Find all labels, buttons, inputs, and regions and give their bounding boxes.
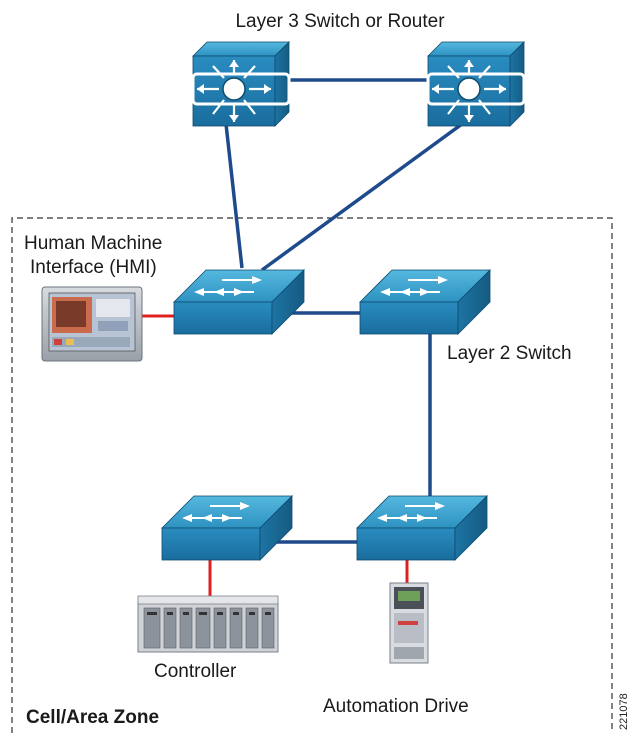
layer3-router-left-icon bbox=[191, 41, 291, 127]
hmi-layer2-switch-icon bbox=[173, 269, 305, 335]
controller-label: Controller bbox=[154, 661, 237, 682]
layer2-switch-label: Layer 2 Switch bbox=[447, 343, 572, 364]
link-router1-hmi-switch bbox=[224, 123, 244, 269]
hmi-label-line2: Interface (HMI) bbox=[30, 257, 157, 278]
controller-plc-icon bbox=[137, 595, 279, 653]
layer3-router-right-icon bbox=[426, 41, 526, 127]
automation-drive-icon bbox=[389, 582, 429, 664]
hmi-panel-icon bbox=[41, 286, 143, 362]
drive-layer2-switch-icon bbox=[356, 495, 488, 561]
layer2-switch-icon bbox=[359, 269, 491, 335]
trunk-links bbox=[224, 78, 464, 544]
cell-area-zone-label: Cell/Area Zone bbox=[26, 707, 160, 728]
figure-id: 221078 bbox=[618, 693, 630, 730]
hmi-label-line1: Human Machine bbox=[24, 233, 163, 254]
cell-area-zone-boundary bbox=[11, 217, 613, 733]
device-links bbox=[140, 314, 409, 598]
router-label: Layer 3 Switch or Router bbox=[235, 11, 445, 32]
controller-layer2-switch-icon bbox=[161, 495, 293, 561]
link-router2-hmi-switch bbox=[260, 122, 464, 272]
automation-drive-label: Automation Drive bbox=[323, 696, 469, 717]
